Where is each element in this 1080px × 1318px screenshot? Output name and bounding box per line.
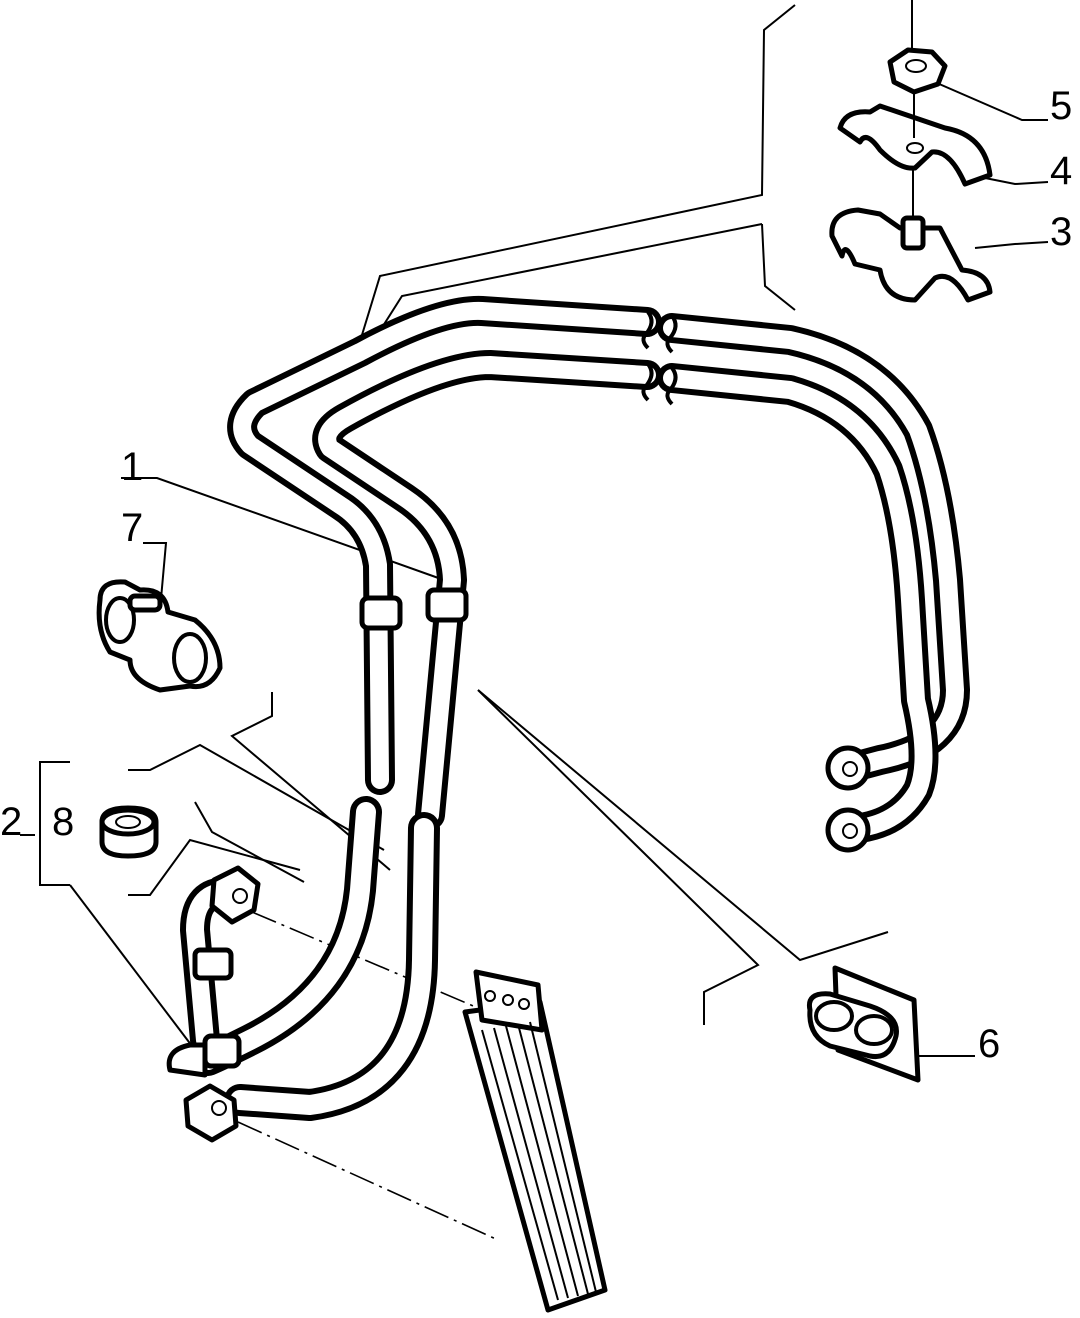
clamp-stack [829, 47, 993, 303]
callout-1: 1 [121, 445, 144, 489]
bracket-clip-icon [806, 965, 921, 1083]
callout-7: 7 [121, 506, 144, 550]
upper-nut-icon [209, 865, 261, 925]
callout-6: 6 [978, 1022, 1001, 1066]
hose-assembly [227, 295, 970, 853]
plug-icon [99, 805, 159, 859]
callout-5: 5 [1050, 84, 1073, 128]
callout-3: 3 [1050, 210, 1073, 254]
oil-cooler-icon [462, 969, 608, 1313]
callout-2: 2 [0, 800, 23, 844]
callout-4: 4 [1050, 149, 1073, 193]
double-clip-icon [96, 579, 223, 693]
lower-nut-icon [183, 1083, 239, 1143]
callout-8: 8 [52, 800, 75, 844]
cooler-lines [166, 796, 440, 1143]
leader-lines [20, 0, 1049, 1241]
